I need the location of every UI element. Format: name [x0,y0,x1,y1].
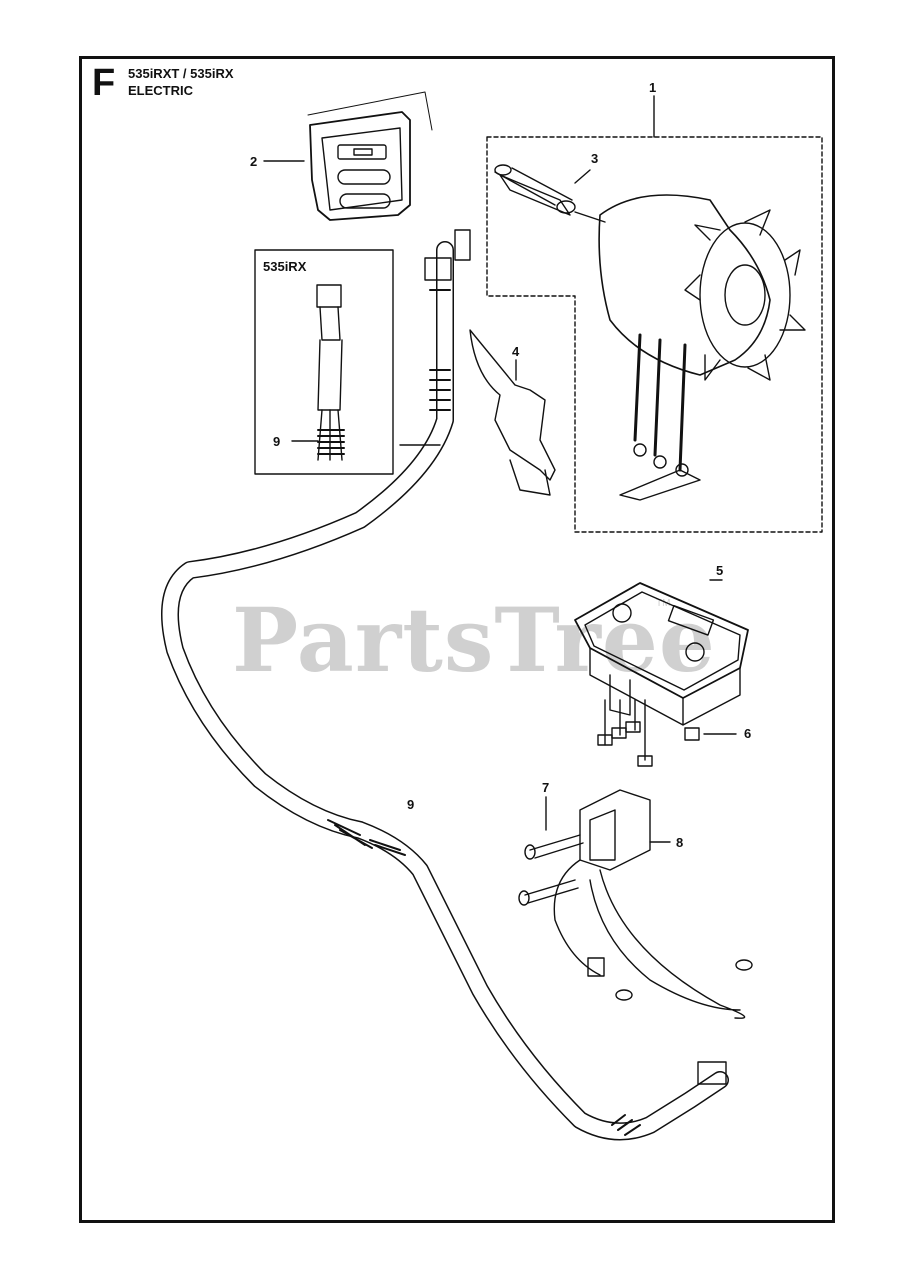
part-9-main-harness [161,229,729,1141]
callout-1: 1 [649,80,657,95]
part-1-motor [598,194,806,501]
inset-label: 535iRX [263,259,307,274]
assembly-1-boundary [486,136,823,533]
callout-8: 8 [676,835,684,850]
part-4-connector [469,329,556,496]
part-2-display-module [263,91,433,221]
callout-4: 4 [512,344,520,359]
part-5-controller [574,579,749,726]
callout-2: 2 [250,154,258,169]
part-6-screws [597,699,737,767]
callout-6: 6 [744,726,752,741]
callout-3: 3 [591,151,599,166]
callout-9-main: 9 [407,797,415,812]
callout-7: 7 [542,780,550,795]
part-8-bracket [553,789,753,1019]
callout-5: 5 [716,563,724,578]
callout-9-inset: 9 [273,434,281,449]
watermark: PartsTree [232,588,716,692]
section-subtitle: ELECTRIC [128,83,193,98]
diagram-frame [79,56,835,1223]
part-7-bolts [518,796,584,906]
section-letter: F [92,62,116,104]
model-title: 535iRXT / 535iRX [128,66,234,81]
inset-harness [291,284,345,461]
inset-box [254,249,394,475]
part-3-sleeve [494,164,606,223]
watermark-tm: TM [656,598,671,609]
